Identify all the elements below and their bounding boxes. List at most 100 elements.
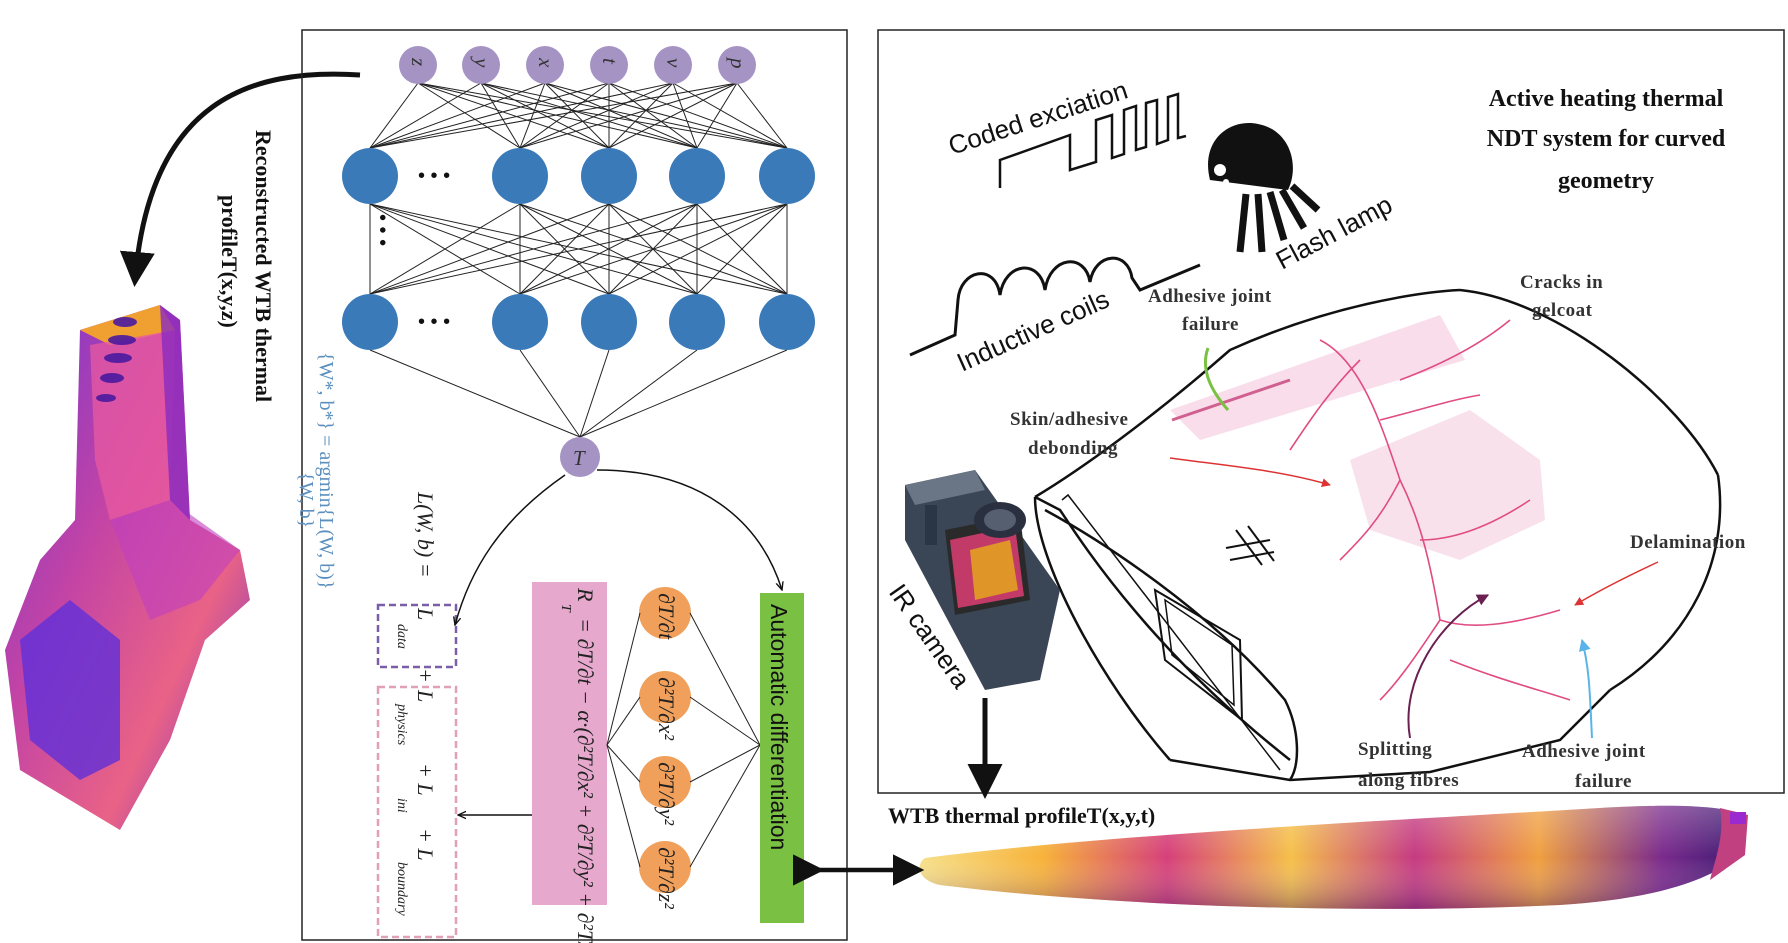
edge <box>519 203 698 295</box>
svg-text:L: L <box>413 689 438 702</box>
edge <box>519 82 546 149</box>
edge <box>689 744 761 868</box>
adhesive-bot-label-2: failure <box>1575 771 1632 792</box>
optimizer-equation: {W*, b*} = argmin{L(W, b)} <box>315 352 337 589</box>
edge <box>579 349 610 438</box>
svg-text:L(W, b) =: L(W, b) = <box>413 491 438 578</box>
edge <box>369 203 788 295</box>
svg-text:R: R <box>573 587 598 602</box>
edge <box>606 612 641 746</box>
data-loss-box <box>376 603 458 669</box>
ndt-title-line2: NDT system for curved <box>1487 126 1726 152</box>
edge <box>544 82 788 149</box>
edge <box>606 744 641 868</box>
edge <box>369 203 698 295</box>
hidden-node <box>492 294 548 350</box>
hidden-node <box>342 148 398 204</box>
loss-function: L(W, b) = L data + L physics + L ini + L… <box>376 491 458 939</box>
edge <box>579 349 698 438</box>
hidden-layer-1 <box>342 148 815 204</box>
edge <box>689 744 761 783</box>
edge <box>579 349 788 438</box>
network-edges <box>369 82 788 438</box>
edge <box>480 82 610 149</box>
edge <box>606 696 641 746</box>
svg-text:= ∂T/∂t − α·(∂²T/∂x² + ∂²T/∂y²: = ∂T/∂t − α·(∂²T/∂x² + ∂²T/∂y² + ∂²T/∂z²… <box>573 618 598 943</box>
ndt-panel-frame <box>877 29 1785 794</box>
svg-text:boundary: boundary <box>394 862 409 916</box>
derivative-node <box>639 671 691 723</box>
delamination-pointer <box>1574 561 1659 606</box>
network-panel-frame <box>301 29 848 941</box>
edge <box>672 82 698 149</box>
inductive-coils-label: Inductive coils <box>952 284 1113 378</box>
automatic-differentiation-box: Automatic differentiation <box>760 593 804 923</box>
svg-text:physics: physics <box>394 703 409 746</box>
arrow-to-autodiff <box>596 469 782 590</box>
derivative-label: ∂²T/∂z² <box>654 847 679 909</box>
blade-section-sketch <box>1033 288 1722 782</box>
edge <box>417 82 521 149</box>
edge <box>519 82 674 149</box>
edge <box>689 696 761 746</box>
splitting-pointer <box>1407 594 1490 739</box>
edge <box>417 82 610 149</box>
edge <box>736 82 788 149</box>
input-node-label: v <box>662 58 686 68</box>
thermal-profile-label: WTB thermal profileT(x,y,t) <box>888 803 1155 828</box>
ndt-title-line3: geometry <box>1558 168 1654 194</box>
input-node <box>718 46 756 84</box>
svg-text:+ L: + L <box>413 763 438 796</box>
inductive-coil-shape <box>909 256 1201 357</box>
derivative-edges <box>606 612 761 868</box>
edge <box>369 349 581 438</box>
skin-debond-pointer <box>1169 457 1331 487</box>
ndt-title-line1: Active heating thermal <box>1489 86 1724 112</box>
edge <box>417 82 788 149</box>
optimizer-subscript: {W, b} <box>295 472 317 528</box>
edge <box>519 349 581 438</box>
edge <box>480 82 521 149</box>
svg-text:T: T <box>558 604 573 613</box>
adhesive-top-pointer <box>1203 347 1230 411</box>
derivative-label: ∂²T/∂x² <box>654 677 679 740</box>
adhesive-bot-pointer <box>1578 638 1593 739</box>
hidden-node <box>581 294 637 350</box>
physics-loss-box <box>376 685 458 939</box>
derivative-label: ∂²T/∂y² <box>654 762 679 825</box>
pde-residual: R T = ∂T/∂t − α·(∂²T/∂x² + ∂²T/∂y² + ∂²T… <box>532 582 607 943</box>
reconstructed-thermal-volume <box>5 305 250 830</box>
reconstruction-arrow <box>119 71 361 287</box>
derivative-node <box>639 587 691 639</box>
svg-text:+ L: + L <box>413 828 438 861</box>
derivative-nodes: ∂T/∂t∂²T/∂x²∂²T/∂y²∂²T/∂z² <box>639 587 691 909</box>
edge <box>369 203 610 295</box>
delamination-label: Delamination <box>1630 532 1746 553</box>
input-node-label: t <box>598 58 622 65</box>
derivative-node <box>639 841 691 893</box>
edge <box>696 82 738 149</box>
arrow-to-data-loss <box>455 474 566 625</box>
input-node <box>462 46 500 84</box>
edge <box>480 82 788 149</box>
edge <box>544 82 698 149</box>
edge <box>689 612 761 746</box>
edge <box>369 82 674 149</box>
hidden-node <box>669 294 725 350</box>
edge <box>519 82 610 149</box>
input-node <box>526 46 564 84</box>
cracks-label-2: gelcoat <box>1532 300 1593 321</box>
input-node-label: y <box>470 56 494 68</box>
skin-debond-label-1: Skin/adhesive <box>1010 409 1128 430</box>
edge <box>369 82 419 149</box>
input-node-label: z <box>407 57 431 66</box>
input-node <box>654 46 692 84</box>
hidden-node <box>342 294 398 350</box>
svg-text:Automatic differentiation: Automatic differentiation <box>766 604 792 850</box>
edge <box>519 82 738 149</box>
splitting-label-2: along fibres <box>1358 770 1459 791</box>
hidden2-ellipsis: • • • <box>418 311 450 333</box>
edge <box>369 203 521 295</box>
wtb-thermal-blade <box>919 805 1748 909</box>
